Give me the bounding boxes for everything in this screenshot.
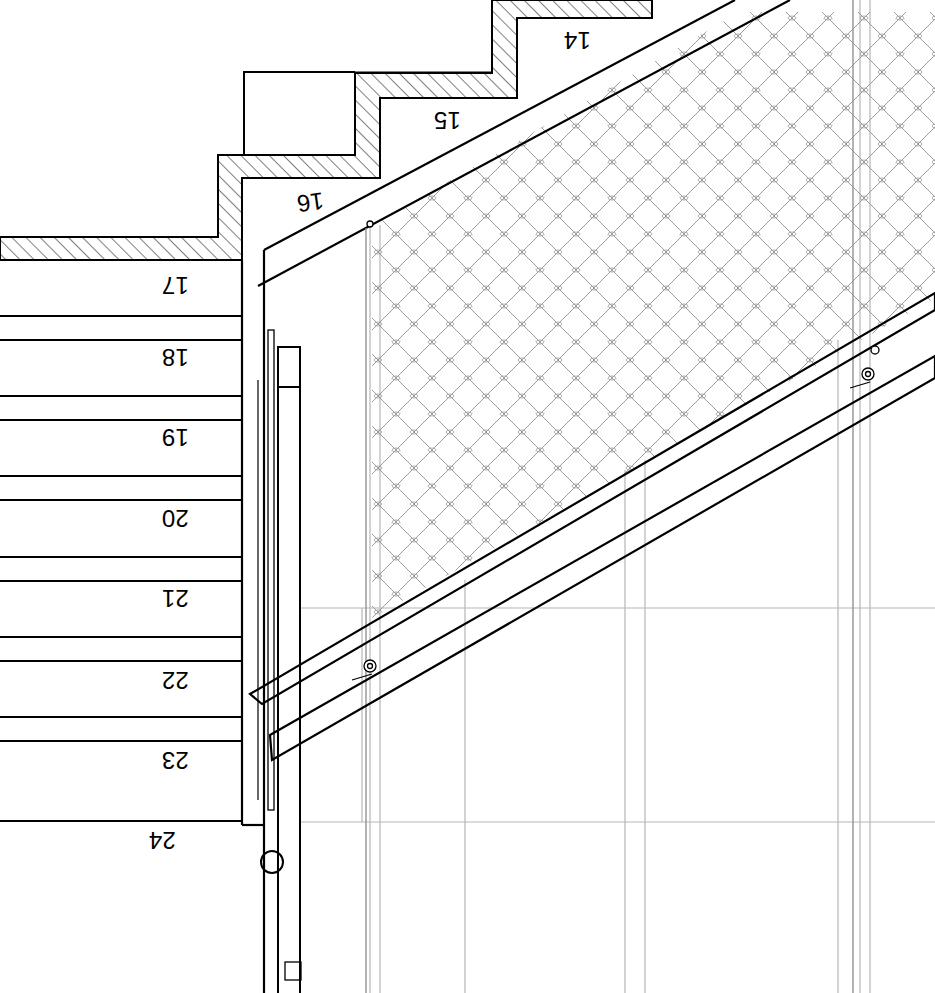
step-number: 15: [434, 108, 461, 132]
step-number: 18: [162, 345, 189, 369]
step-number: 14: [564, 28, 591, 52]
step-number: 21: [162, 586, 189, 610]
step-number: 22: [162, 668, 189, 692]
step-number: 16: [295, 188, 325, 215]
step-number: 19: [162, 425, 189, 449]
step-number: 23: [162, 748, 189, 772]
step-number: 24: [149, 828, 176, 852]
step-number: 20: [162, 506, 189, 530]
step-number: 17: [162, 273, 189, 297]
